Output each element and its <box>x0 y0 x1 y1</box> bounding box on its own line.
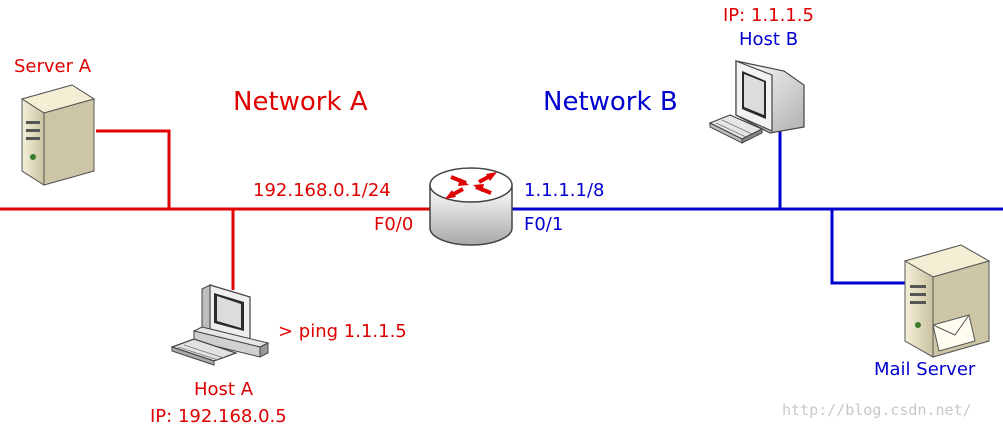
router-ip-b-label: 1.1.1.1/8 <box>524 180 605 201</box>
host-a-label: Host A <box>194 379 254 400</box>
server-a-link <box>96 129 171 209</box>
mail-server-link <box>830 209 905 285</box>
server-a-label: Server A <box>14 56 92 77</box>
server-icon <box>20 84 96 186</box>
router-ip-a-label: 192.168.0.1/24 <box>253 180 391 201</box>
host-b-ip-label: IP: 1.1.1.5 <box>723 5 814 26</box>
interface-f0-1-label: F0/1 <box>524 214 564 235</box>
router-icon <box>429 167 513 246</box>
host-b-label: Host B <box>739 29 799 50</box>
workstation-icon <box>170 284 270 366</box>
network-a-label: Network A <box>233 87 368 117</box>
interface-f0-0-label: F0/0 <box>374 214 414 235</box>
host-a-ip-label: IP: 192.168.0.5 <box>150 406 287 427</box>
ping-command-label: > ping 1.1.1.5 <box>278 321 407 342</box>
network-b-label: Network B <box>543 87 678 117</box>
mail-server-label: Mail Server <box>874 359 976 380</box>
mail-server-icon <box>903 244 991 358</box>
network-a-links <box>0 129 430 290</box>
network-b-links <box>512 130 1003 285</box>
watermark: http://blog.csdn.net/ <box>782 401 972 419</box>
workstation-icon <box>708 60 805 144</box>
